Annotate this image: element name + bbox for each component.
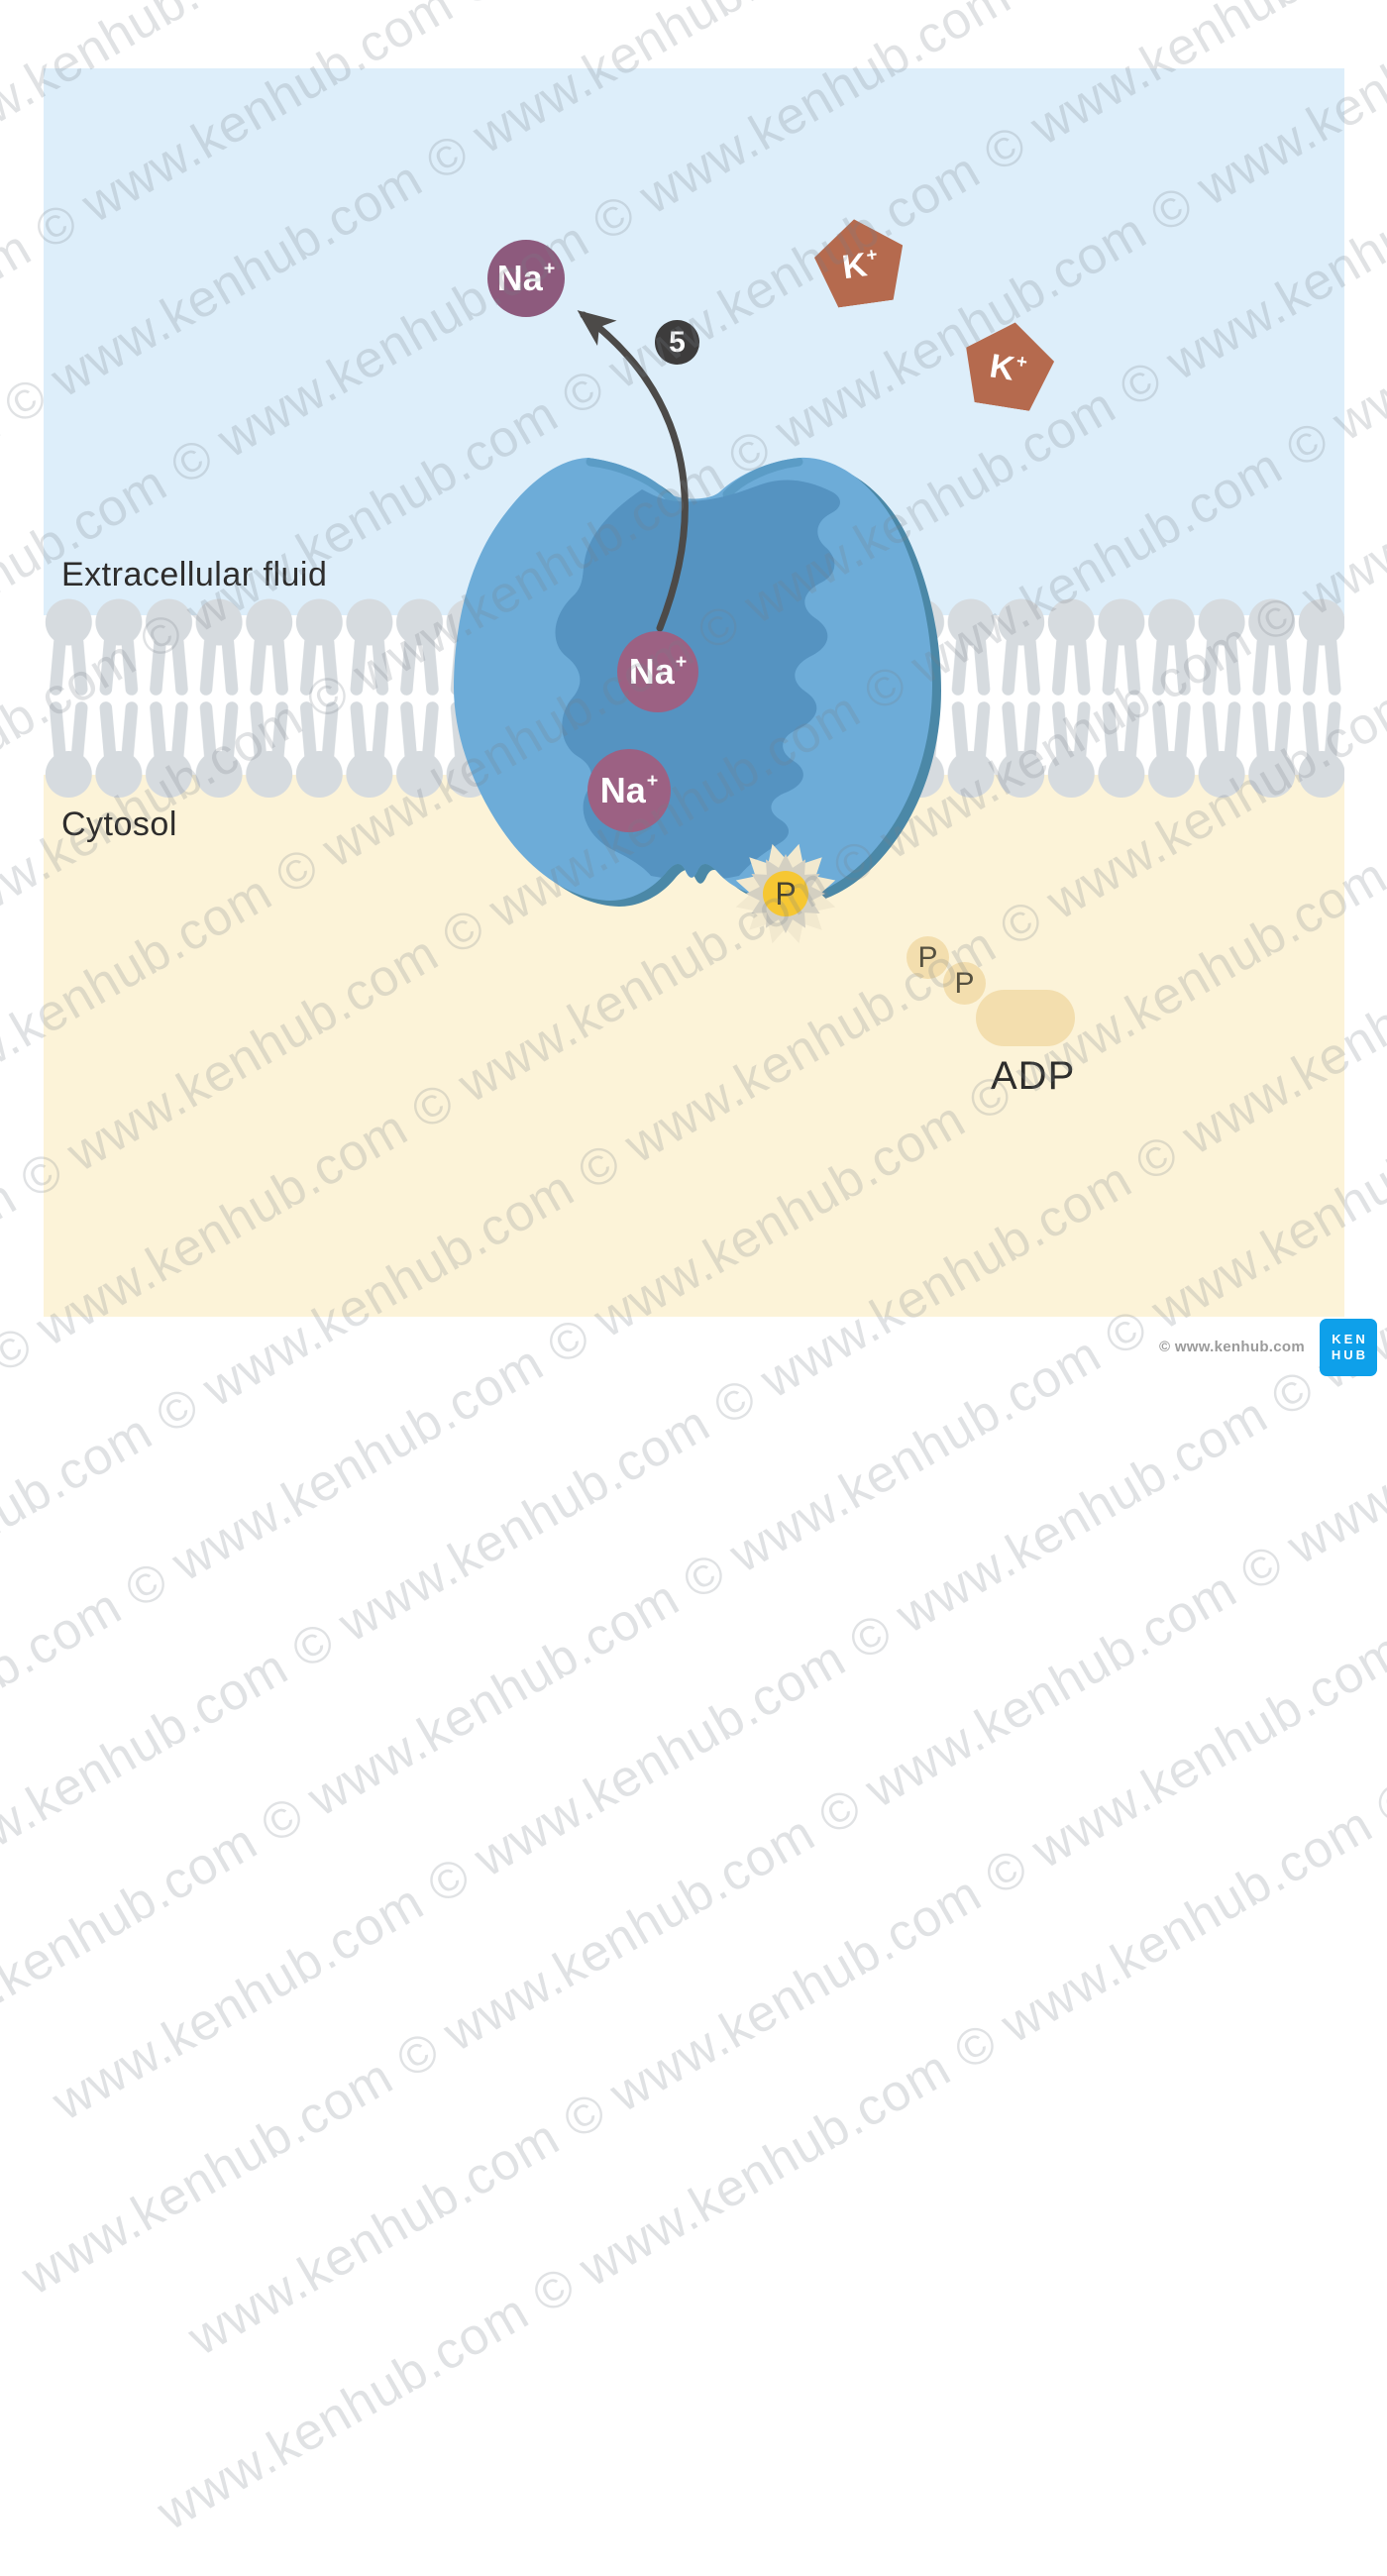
adp-phosphate-1: P xyxy=(907,936,949,979)
phosphate-group: P xyxy=(763,871,808,916)
transport-arrow xyxy=(577,310,689,632)
ion-symbol: Na xyxy=(496,258,543,298)
ion-symbol: K xyxy=(987,347,1017,388)
ion-symbol: Na xyxy=(628,651,675,692)
step-5-badge: 5 xyxy=(655,320,699,365)
copyright-text: © www.kenhub.com xyxy=(1159,1339,1305,1355)
sodium-ion-upper: Na+ xyxy=(617,631,698,712)
ion-symbol: K xyxy=(839,246,870,287)
adp-label: ADP xyxy=(991,1054,1076,1098)
sodium-ion-lower: Na+ xyxy=(587,749,671,832)
pump-lobe-fold-right xyxy=(722,457,803,499)
ion-charge: + xyxy=(1014,350,1029,374)
kenhub-logo: KEN HUB xyxy=(1320,1319,1377,1376)
sodium-potassium-pump xyxy=(454,457,941,907)
kenhub-logo-line1: KEN xyxy=(1332,1332,1368,1346)
kenhub-logo-line2: HUB xyxy=(1331,1347,1369,1362)
ion-charge: + xyxy=(646,770,659,793)
cytosol-label: Cytosol xyxy=(61,805,177,843)
ion-charge: + xyxy=(543,258,556,280)
extracellular-fluid-label: Extracellular fluid xyxy=(61,556,328,593)
adp-phosphate-2: P xyxy=(943,962,986,1005)
adenosine-body xyxy=(976,990,1075,1046)
ion-symbol: Na xyxy=(599,770,646,810)
ion-charge: + xyxy=(675,651,688,674)
pump-illustration xyxy=(44,68,1344,1317)
ion-charge: + xyxy=(865,243,879,267)
sodium-ion-released: Na+ xyxy=(487,240,565,317)
